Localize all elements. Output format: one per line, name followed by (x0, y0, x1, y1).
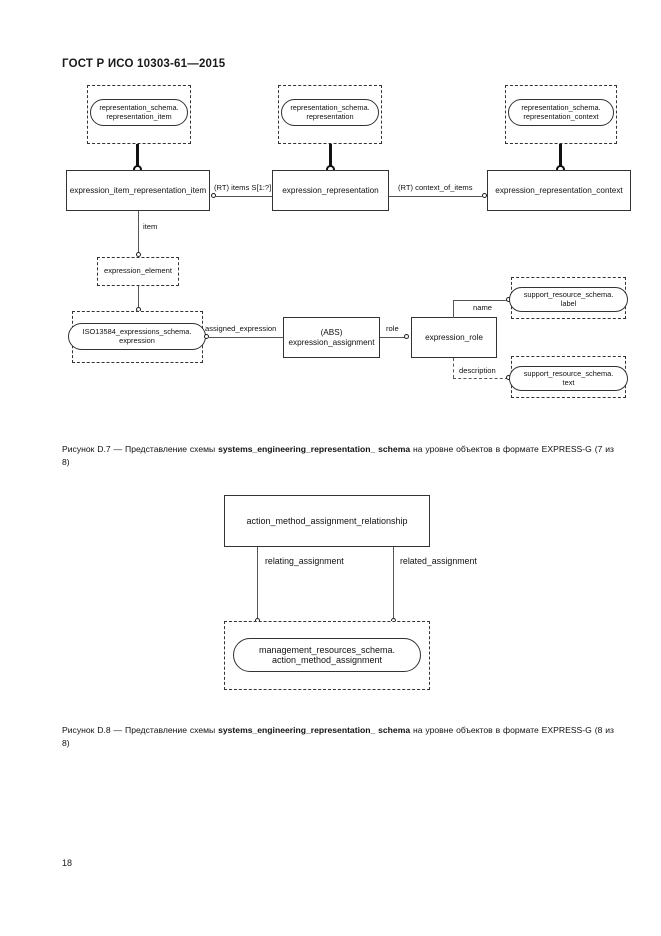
entity-expression-representation-context: expression_representation_context (487, 170, 631, 211)
subtype-line-representation-context (559, 144, 562, 166)
edge-label-related-assignment: related_assignment (400, 556, 477, 566)
ref-iso13584-expression: ISO13584_expressions_schema. expression (68, 323, 206, 350)
edge-role-endpoint (404, 334, 409, 339)
figure-d7-caption: Рисунок D.7 — Представление схемы system… (62, 443, 614, 469)
page-number: 18 (62, 858, 73, 868)
ref-representation-item: representation_schema. representation_it… (90, 99, 188, 126)
edge-label-role: role (386, 324, 399, 333)
figure-d8-caption-bold: systems_engineering_representation_ sche… (218, 725, 411, 735)
edge-role-line (380, 337, 408, 338)
edge-relating-assignment-line (257, 547, 258, 621)
entity-expression-representation: expression_representation (272, 170, 389, 211)
edge-label-item: item (143, 222, 158, 231)
ref-support-label: support_resource_schema. label (509, 287, 628, 312)
edge-items-endpoint (211, 193, 216, 198)
edge-label-description: description (459, 366, 496, 375)
entity-expression-assignment: (ABS) expression_assignment (283, 317, 380, 358)
figure-d8-caption-middle: на уровне объектов в формате EXPRESS-G (… (410, 725, 606, 735)
edge-context-of-items (389, 196, 482, 197)
edge-context-of-items-endpoint (482, 193, 487, 198)
edge-label-assigned-expression: assigned_expression (205, 324, 277, 333)
edge-item-line (138, 211, 139, 255)
entity-action-method-assignment-relationship: action_method_assignment_relationship (224, 495, 430, 547)
ref-action-method-assignment: management_resources_schema. action_meth… (233, 638, 421, 672)
ref-representation: representation_schema. representation (281, 99, 379, 126)
edge-items (216, 196, 272, 197)
edge-label-context-of-items: (RT) context_of_items (398, 183, 473, 192)
ref-support-text: support_resource_schema. text (509, 366, 628, 391)
standard-header: ГОСТ Р ИСО 10303-61—2015 (62, 58, 226, 70)
figure-d7-caption-suffix: из 8) (62, 444, 614, 467)
edge-label-name: name (473, 303, 492, 312)
figure-d7-caption-prefix: Рисунок D.7 — Представление схемы (62, 444, 219, 454)
edge-assigned-expression-endpoint (204, 334, 209, 339)
edge-item-endpoint (136, 252, 141, 257)
subtype-line-representation (329, 144, 332, 166)
edge-description-line-h (453, 378, 508, 379)
entity-expression-role: expression_role (411, 317, 497, 358)
figure-d7-diagram: representation_schema. representation_it… (0, 0, 661, 420)
figure-d8-caption: Рисунок D.8 — Представление схемы system… (62, 724, 614, 750)
entity-expression-item-representation-item: expression_item_representation_item (66, 170, 210, 211)
subtype-line-representation-item (136, 144, 139, 166)
edge-related-assignment-line (393, 547, 394, 621)
figure-d8-diagram: action_method_assignment_relationship re… (224, 495, 477, 690)
edge-description-line-v (453, 358, 454, 378)
edge-assigned-expression-line (209, 337, 283, 338)
figure-d7-caption-middle: на уровне объектов в формате EXPRESS-G (… (410, 444, 606, 454)
edge-name-line-v (453, 300, 454, 318)
figure-d8-caption-prefix: Рисунок D.8 — Представление схемы (62, 725, 219, 735)
edge-name-line-h (453, 300, 508, 301)
edge-label-items: (RT) items S[1:?] (214, 183, 272, 192)
edge-label-relating-assignment: relating_assignment (265, 556, 344, 566)
edge-expression-element-to-expression (138, 286, 139, 310)
figure-d7-caption-bold: systems_engineering_representation_ sche… (218, 444, 411, 454)
ref-representation-context: representation_schema. representation_co… (508, 99, 614, 126)
entity-expression-element: expression_element (97, 257, 179, 286)
figure-d8-caption-suffix: из 8) (62, 725, 614, 748)
